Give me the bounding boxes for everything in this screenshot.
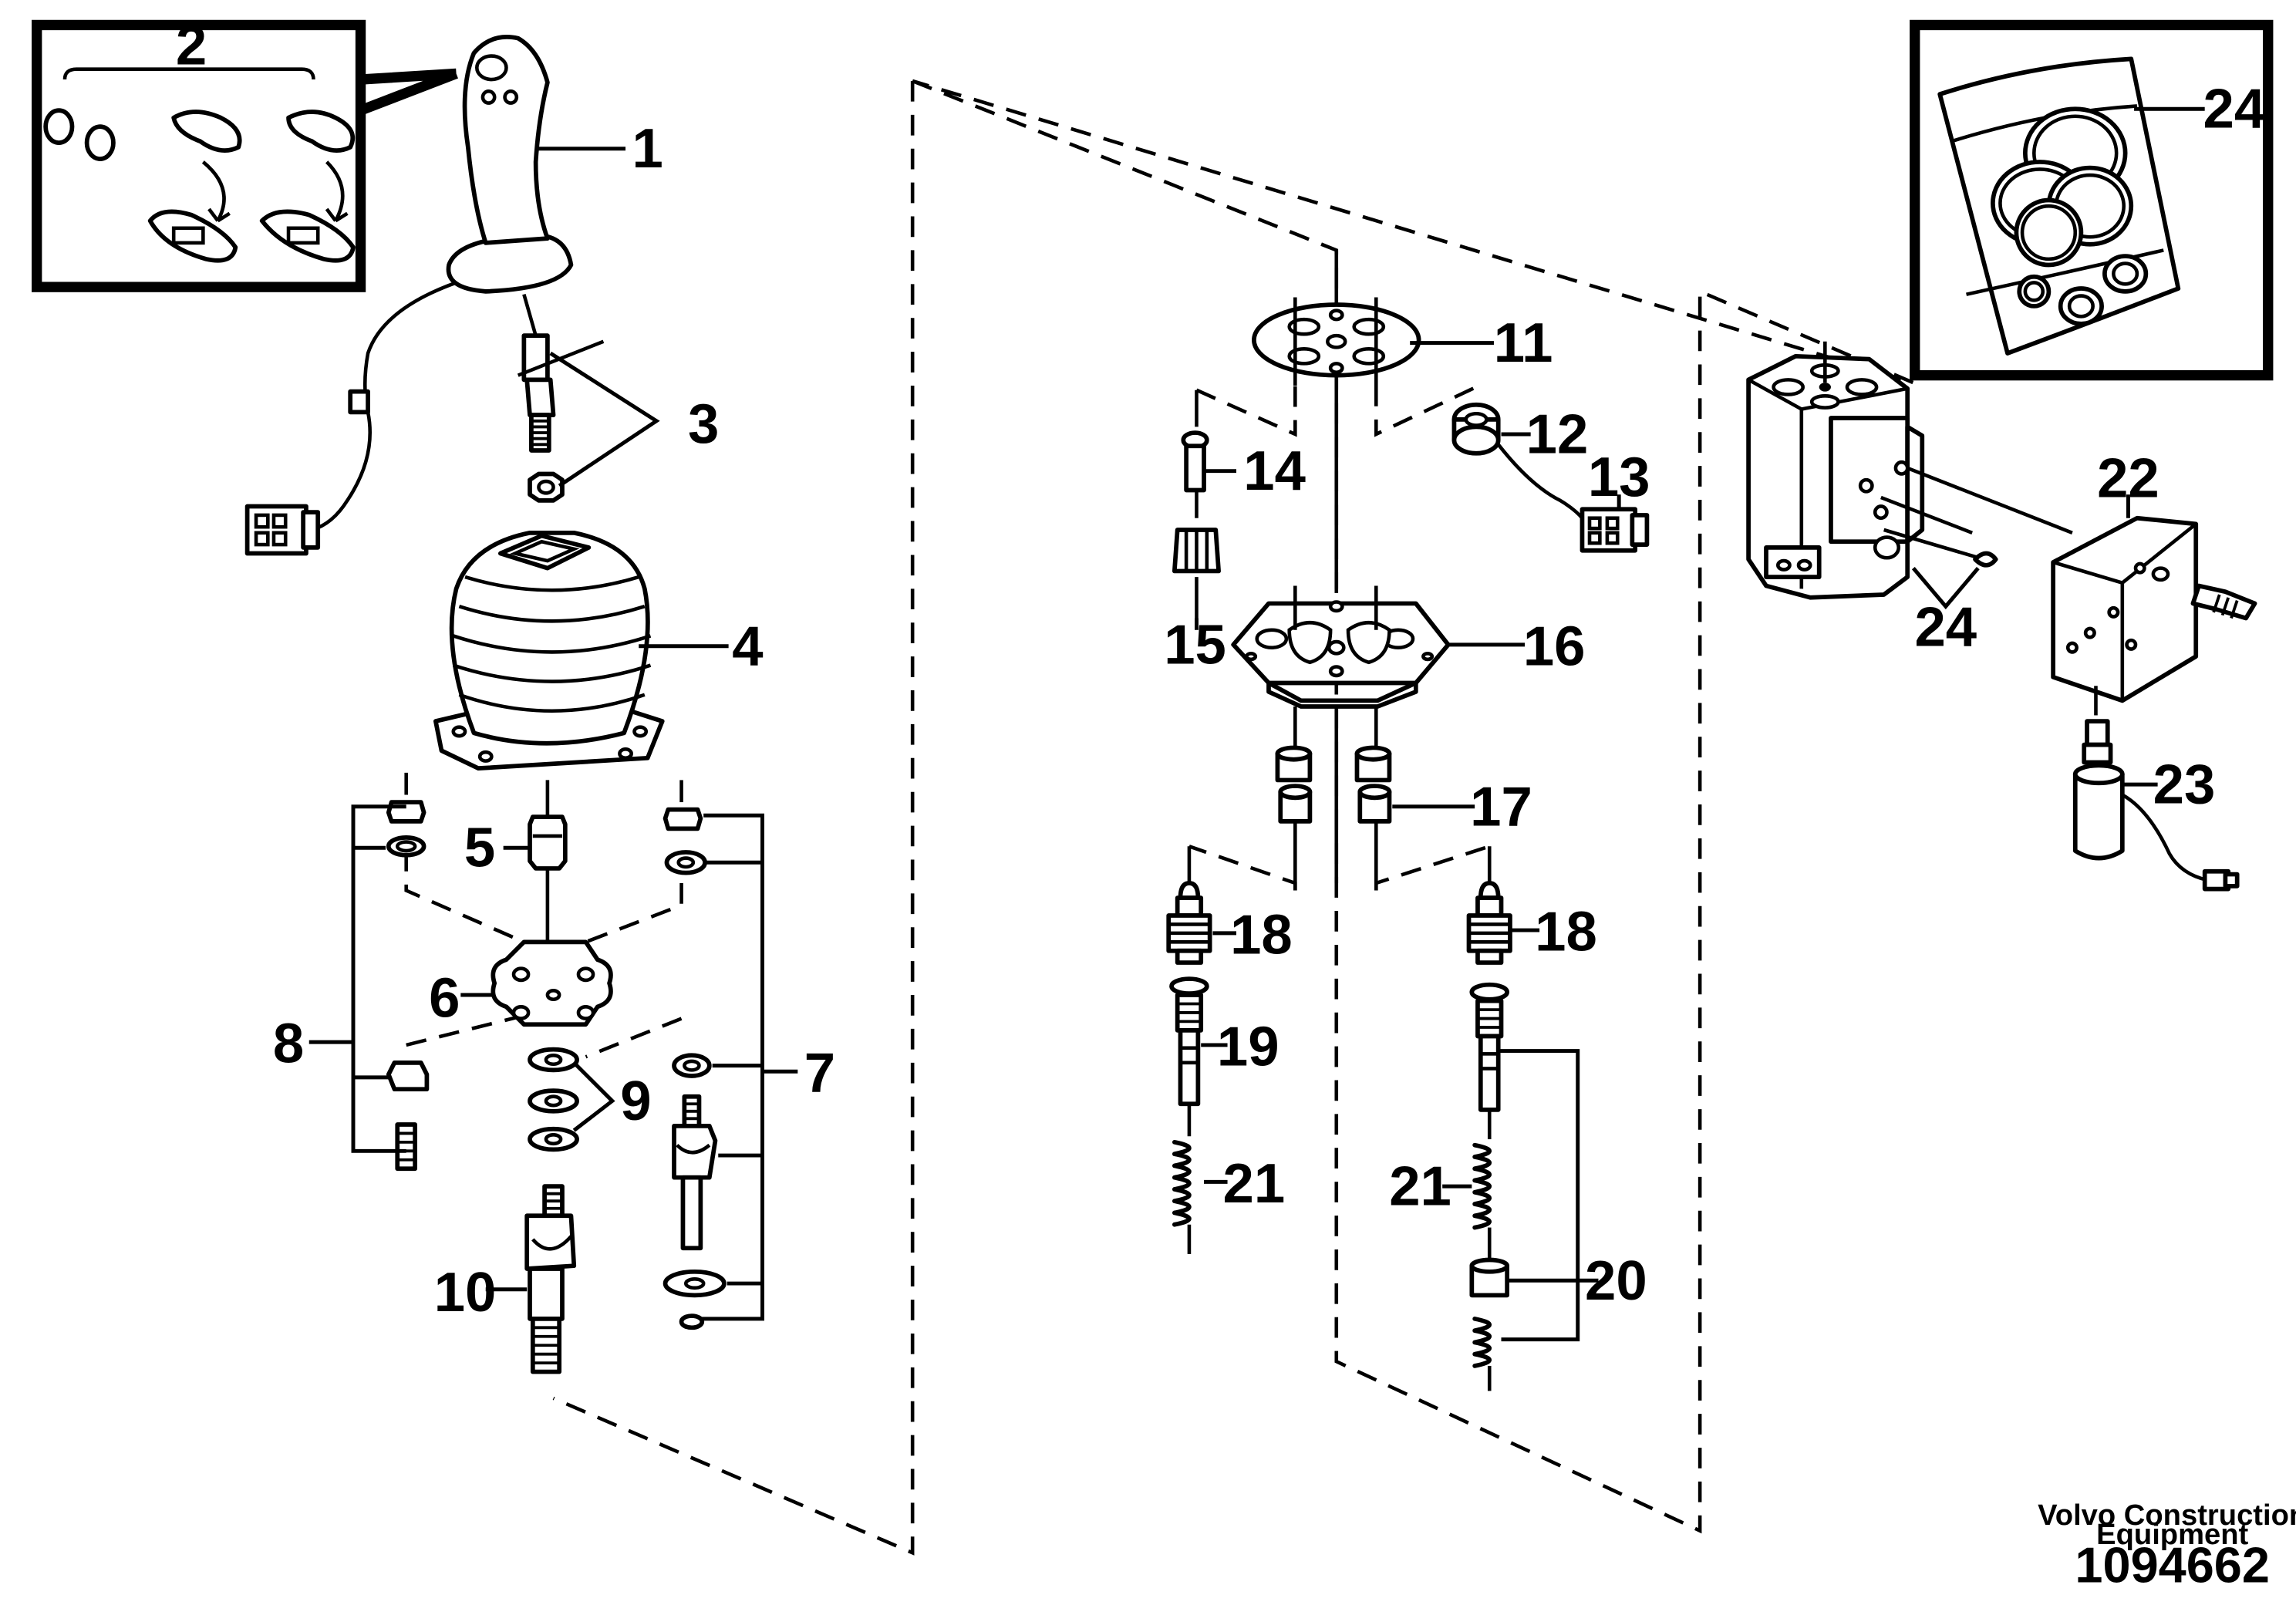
callout-22: 22 (2097, 447, 2159, 510)
callout-2: 2 (176, 15, 207, 77)
washer-stack (528, 1047, 579, 1152)
callout-6: 6 (429, 966, 460, 1029)
callout-18-right: 18 (1535, 900, 1597, 963)
callout-17: 17 (1470, 775, 1532, 838)
threaded-pin-and-nut (517, 333, 605, 503)
callout-4: 4 (732, 615, 763, 677)
fastener-set-left (386, 772, 430, 1172)
callout-15: 15 (1164, 613, 1226, 676)
solenoid-valve (2072, 719, 2240, 892)
leader-lines (308, 106, 2205, 1342)
callout-21-left: 21 (1223, 1152, 1286, 1215)
callout-18-left: 18 (1230, 903, 1293, 966)
dash-lines-plate-upper (1195, 385, 1297, 437)
callout-13: 13 (1588, 446, 1650, 508)
document-number: 1094662 (2075, 1536, 2270, 1593)
inset-box-seal-kit (1910, 19, 2274, 381)
dash-lines-plate-upper-right (1374, 383, 1480, 437)
universal-joint (524, 1184, 577, 1374)
dash-lines-base-right (585, 883, 683, 944)
callout-labels: 1 2 3 4 5 6 7 8 9 10 11 12 13 14 15 16 1… (176, 15, 2265, 1324)
cross-plate (491, 939, 613, 1027)
callout-16: 16 (1523, 615, 1586, 677)
footer-brand-block: Volvo Construction Equipment 1094662 (2038, 1499, 2296, 1593)
valve-casing-plate (1231, 585, 1451, 884)
handle-connector (244, 504, 321, 556)
callout-24-kit: 24 (2203, 78, 2266, 140)
callout-10: 10 (434, 1261, 497, 1324)
inset-box-button-covers (32, 19, 458, 292)
callout-8: 8 (273, 1013, 304, 1075)
brand-line-1: Volvo Construction (2038, 1499, 2296, 1532)
valve-stack-left (1166, 846, 1212, 1254)
assembly-frame-center-left (552, 80, 915, 1556)
callout-19: 19 (1217, 1015, 1279, 1077)
rubber-boot (433, 530, 665, 771)
adjust-nut (528, 780, 568, 972)
dash-lines-valve-left (1188, 845, 1297, 891)
sensor-with-connector (1451, 402, 1650, 553)
dash-lines-valve-right (1374, 845, 1490, 891)
dash-lines-base-lower-right (585, 1017, 683, 1059)
callout-5: 5 (464, 817, 495, 879)
callout-23: 23 (2153, 754, 2216, 816)
callout-21-right: 21 (1389, 1155, 1451, 1218)
callout-1: 1 (632, 117, 663, 180)
fastener-set-right (663, 780, 727, 1330)
valve-body-block (1746, 341, 2073, 600)
valve-stack-right (1466, 846, 1512, 1391)
callout-20: 20 (1585, 1249, 1647, 1312)
top-plate (1252, 250, 1421, 589)
mounting-plate (2051, 515, 2257, 716)
callout-11: 11 (1494, 312, 1553, 374)
callout-24-body: 24 (1914, 595, 1977, 658)
bushings (1275, 706, 1392, 891)
dash-lines-base-left (404, 851, 525, 944)
callout-9: 9 (620, 1070, 651, 1132)
joystick-handle (244, 35, 574, 556)
callout-3: 3 (688, 393, 719, 455)
callout-7: 7 (804, 1042, 835, 1104)
brand-line-2: Equipment (2096, 1518, 2248, 1551)
plunger-and-cap (1172, 389, 1221, 619)
callout-14: 14 (1243, 440, 1306, 502)
callout-12: 12 (1526, 403, 1589, 465)
dash-lines-base-lower-left (406, 1013, 524, 1047)
